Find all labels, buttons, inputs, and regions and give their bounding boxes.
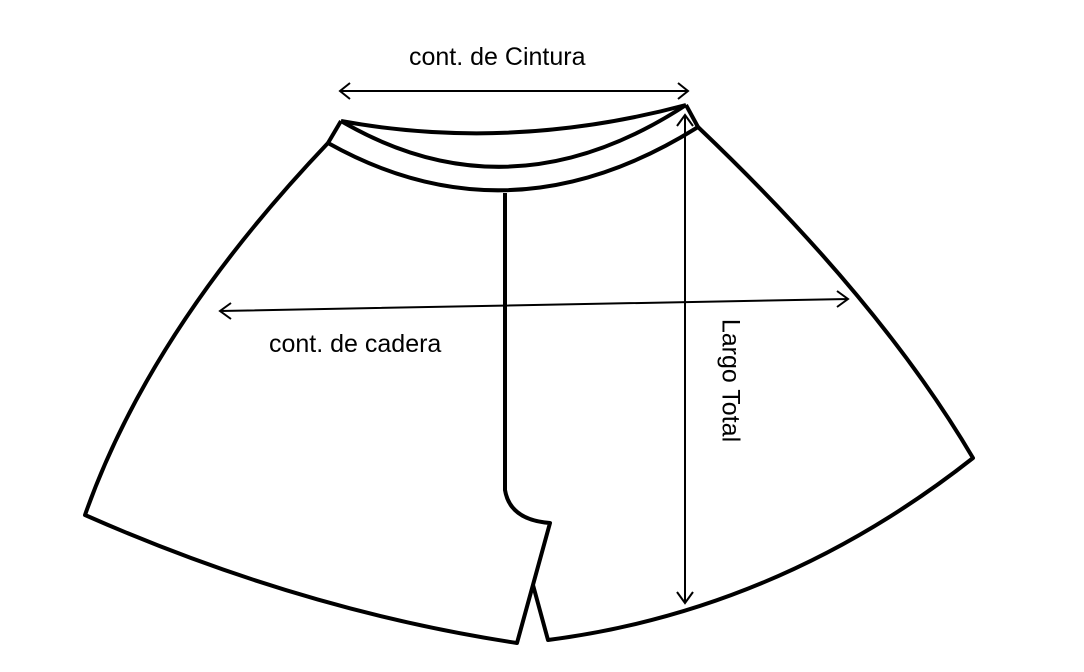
- hip-label: cont. de cadera: [269, 330, 442, 358]
- waistband-inner-edge: [339, 103, 688, 169]
- length-label: Largo Total: [716, 318, 745, 443]
- waistband-right-side: [684, 104, 700, 128]
- waist-label: cont. de Cintura: [409, 43, 586, 71]
- waistband-top-edge: [340, 103, 687, 136]
- waistband-left-side: [326, 119, 343, 145]
- length-measure-arrow: [676, 113, 694, 605]
- hip-measure-arrow: [218, 290, 850, 320]
- waistband-bottom-edge: [327, 125, 700, 193]
- right-leg-outline: [531, 125, 975, 642]
- left-leg-outline: [83, 141, 552, 645]
- waist-measure-arrow: [338, 82, 690, 100]
